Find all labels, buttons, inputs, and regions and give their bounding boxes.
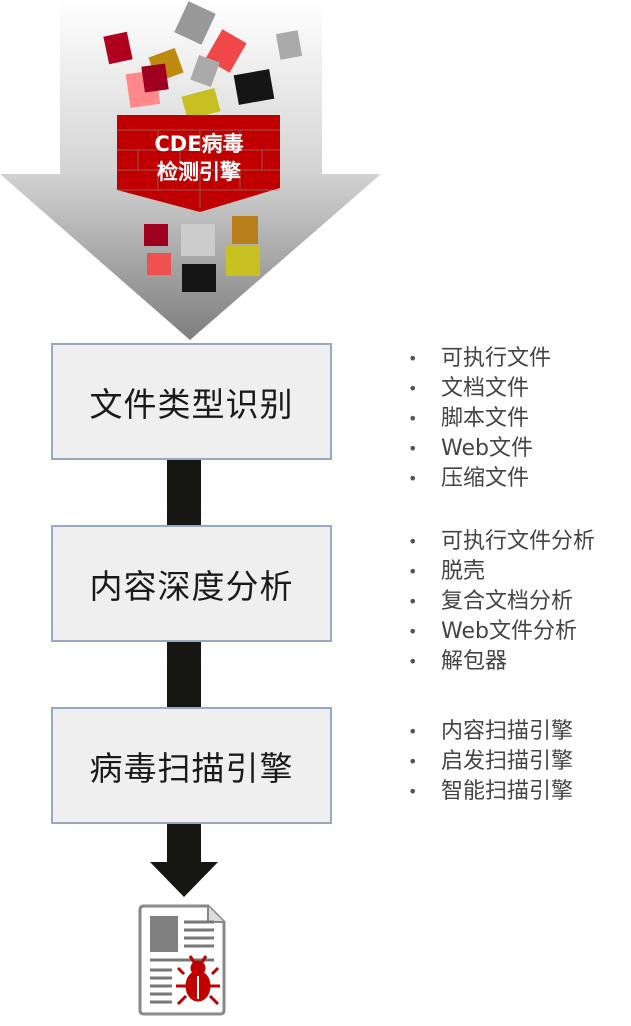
list-item: 复合文档分析 [408,587,595,617]
infected-document-icon [138,904,226,1016]
list-item: 脚本文件 [408,404,551,434]
list-item: 可执行文件 [408,344,551,374]
incoming-files-icon [103,1,303,120]
engine-label: CDE病毒 检测引擎 [117,130,281,186]
list-item: 可执行文件分析 [408,527,595,557]
connector [167,460,201,526]
list-item: 启发扫描引擎 [408,747,573,777]
connector [167,642,201,708]
clean-files-icon [144,216,260,292]
step-file-type-recognition: 文件类型识别 [51,343,332,460]
connector [167,824,201,864]
list-item: Web文件 [408,434,551,464]
engine-label-line2: 检测引擎 [157,160,241,184]
list-item: 解包器 [408,647,595,677]
firewall-wall [117,115,280,212]
down-arrow-icon [150,862,218,897]
file-types-list: 可执行文件 文档文件 脚本文件 Web文件 压缩文件 [408,344,551,494]
list-item: Web文件分析 [408,617,595,647]
step-virus-scan-engine: 病毒扫描引擎 [51,707,332,824]
list-item: 智能扫描引擎 [408,777,573,807]
analysis-list: 可执行文件分析 脱壳 复合文档分析 Web文件分析 解包器 [408,527,595,677]
scan-engine-list: 内容扫描引擎 启发扫描引擎 智能扫描引擎 [408,717,573,807]
list-item: 压缩文件 [408,464,551,494]
list-item: 内容扫描引擎 [408,717,573,747]
bug-icon [176,955,220,1006]
funnel-arrow [0,0,381,340]
step-deep-content-analysis: 内容深度分析 [51,525,332,642]
engine-label-line1: CDE病毒 [154,132,244,156]
list-item: 文档文件 [408,374,551,404]
list-item: 脱壳 [408,557,595,587]
